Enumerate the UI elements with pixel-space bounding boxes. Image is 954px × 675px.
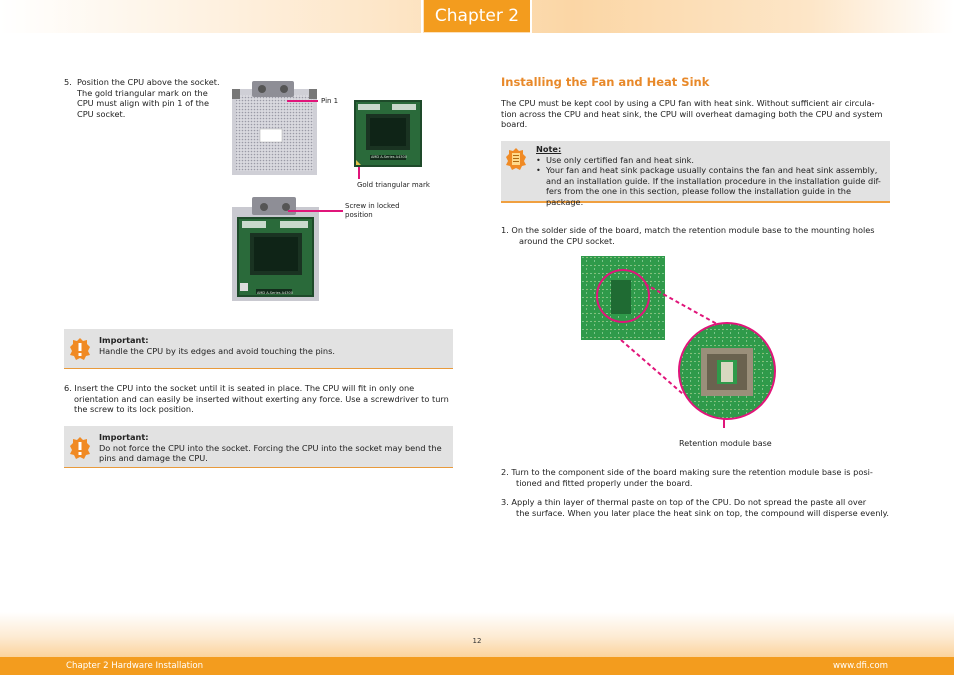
step-text-line: 3. Apply a thin layer of thermal paste o…	[501, 497, 867, 507]
screw-label-line: Screw in locked	[345, 202, 400, 210]
important-box	[64, 426, 453, 468]
intro-line: tion across the CPU and heat sink, the C…	[501, 108, 883, 119]
note-item: Your fan and heat sink package usually c…	[536, 165, 890, 207]
step-text-line: tioned and fitted properly under the boa…	[516, 477, 693, 488]
gold-mark-label: Gold triangular mark	[357, 181, 430, 189]
exclamation-icon	[70, 338, 90, 360]
note-icon	[506, 148, 526, 174]
tab-separator	[421, 0, 423, 33]
retention-board-image	[581, 256, 781, 428]
fan-step-1: 1. On the solder side of the board, matc…	[501, 225, 893, 246]
note-item-line: fers from the one in this section, pleas…	[546, 186, 852, 207]
step-text-line: The gold triangular mark on the	[77, 87, 208, 98]
step-text-line: 2. Turn to the component side of the boa…	[501, 467, 873, 477]
intro-line: board.	[501, 119, 528, 130]
step-6: 6. Insert the CPU into the socket until …	[64, 383, 454, 415]
note-item: Use only certified fan and heat sink.	[536, 155, 890, 166]
step-text-line: the surface. When you later place the he…	[516, 507, 889, 518]
important-content: Important: Handle the CPU by its edges a…	[99, 335, 449, 356]
gold-mark-callout-line	[358, 167, 360, 179]
page-number: 12	[472, 637, 482, 645]
cpu-chip-image	[354, 100, 422, 167]
step-text-line: 6. Insert the CPU into the socket until …	[64, 383, 415, 393]
screw-label-line: position	[345, 210, 373, 219]
note-list: Use only certified fan and heat sink. Yo…	[536, 155, 890, 208]
exclamation-icon	[70, 437, 90, 459]
intro-paragraph: The CPU must be kept cool by using a CPU…	[501, 98, 893, 130]
important-title: Important:	[99, 432, 149, 442]
footer-band	[0, 612, 954, 657]
pin1-callout-line	[287, 100, 318, 102]
chapter-tab: Chapter 2	[424, 0, 530, 32]
important-title: Important:	[99, 335, 149, 345]
screw-label: Screw in locked position	[345, 202, 400, 219]
footer-bar: Chapter 2 Hardware Installation www.dfi.…	[0, 657, 954, 675]
footer-chapter-title: Chapter 2 Hardware Installation	[66, 661, 204, 671]
fan-step-3: 3. Apply a thin layer of thermal paste o…	[501, 497, 893, 518]
step-text-line: around the CPU socket.	[519, 235, 615, 246]
step-number: 5.	[64, 77, 72, 87]
retention-label: Retention module base	[679, 439, 772, 448]
note-item-line: Your fan and heat sink package usually c…	[546, 165, 878, 176]
step-text-line: Position the CPU above the socket.	[77, 77, 220, 87]
section-heading: Installing the Fan and Heat Sink	[501, 75, 710, 89]
step-text-line: the screw to its lock position.	[74, 404, 194, 415]
important-box	[64, 329, 453, 369]
important-text: Handle the CPU by its edges and avoid to…	[99, 345, 335, 356]
chip-label: AMD A-Series A4300	[371, 155, 407, 159]
note-title: Note:	[536, 144, 562, 154]
cpu-locked-image	[232, 197, 319, 301]
important-content: Important: Do not force the CPU into the…	[99, 432, 451, 464]
fan-step-2: 2. Turn to the component side of the boa…	[501, 467, 893, 488]
note-item-line: and an installation guide. If the instal…	[546, 175, 881, 186]
intro-line: The CPU must be kept cool by using a CPU…	[501, 98, 875, 108]
step-5: 5. Position the CPU above the socket. Th…	[64, 77, 234, 119]
screw-callout-line	[288, 210, 343, 212]
step-text-line: CPU must align with pin 1 of the	[77, 98, 210, 109]
footer-website-link[interactable]: www.dfi.com	[833, 661, 888, 671]
step-text-line: orientation and can easily be inserted w…	[74, 393, 449, 404]
important-text-line: Do not force the CPU into the socket. Fo…	[99, 442, 442, 453]
chip-label: AMD A-Series A4300	[257, 291, 293, 295]
pin1-label: Pin 1	[321, 97, 339, 105]
note-content: Note: Use only certified fan and heat si…	[536, 144, 890, 208]
tab-separator	[530, 0, 532, 33]
step-text-line: CPU socket.	[77, 108, 126, 119]
important-text-line: pins and damage the CPU.	[99, 453, 208, 464]
cpu-socket-image	[232, 81, 317, 175]
step-text-line: 1. On the solder side of the board, matc…	[501, 225, 875, 235]
